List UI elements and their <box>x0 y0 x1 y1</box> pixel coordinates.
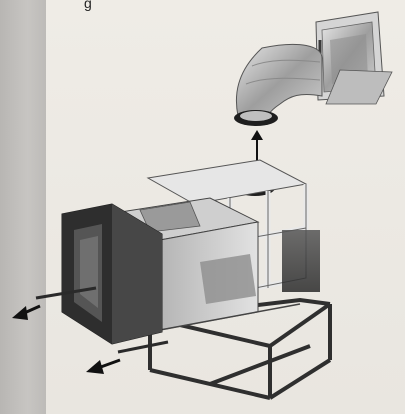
outward-arrow-lower <box>86 358 121 374</box>
wall-vent <box>315 11 393 105</box>
side-wall-panel <box>0 0 46 414</box>
duct-elbow <box>234 43 323 126</box>
insert-firebox <box>106 197 301 331</box>
slide-rods <box>35 286 169 354</box>
caption-fragment: g <box>84 0 92 11</box>
outward-arrow-upper <box>12 304 41 320</box>
insert-front-panel <box>61 203 163 345</box>
